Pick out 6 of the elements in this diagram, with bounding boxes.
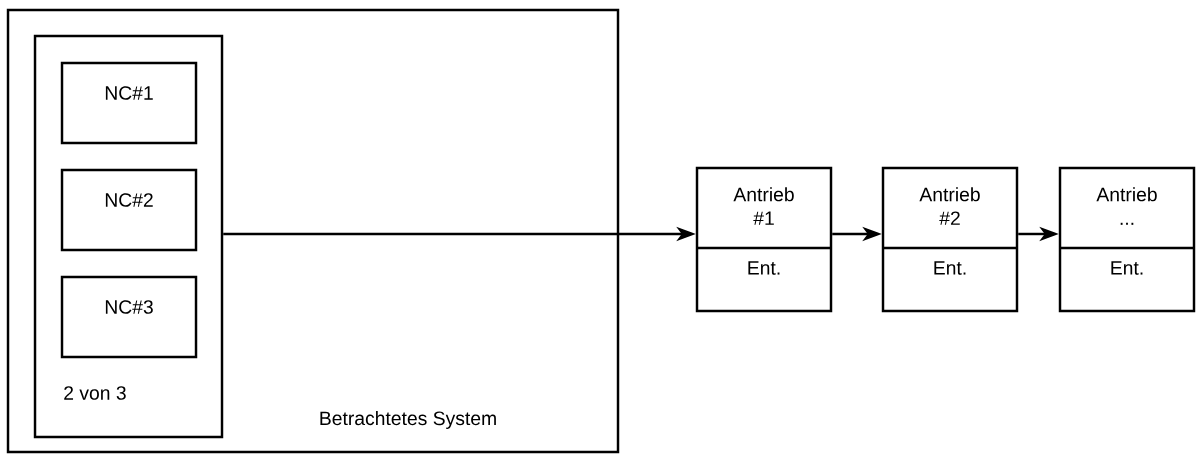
drive-box: Antrieb #2 Ent. (881, 166, 1019, 313)
controller-box: NC#3 (60, 275, 198, 359)
controller-box: NC#1 (60, 61, 198, 145)
drive-box: Antrieb #1 Ent. (695, 166, 833, 313)
controller-box: NC#2 (60, 168, 198, 252)
drive-box: Antrieb ... Ent. (1058, 166, 1196, 313)
